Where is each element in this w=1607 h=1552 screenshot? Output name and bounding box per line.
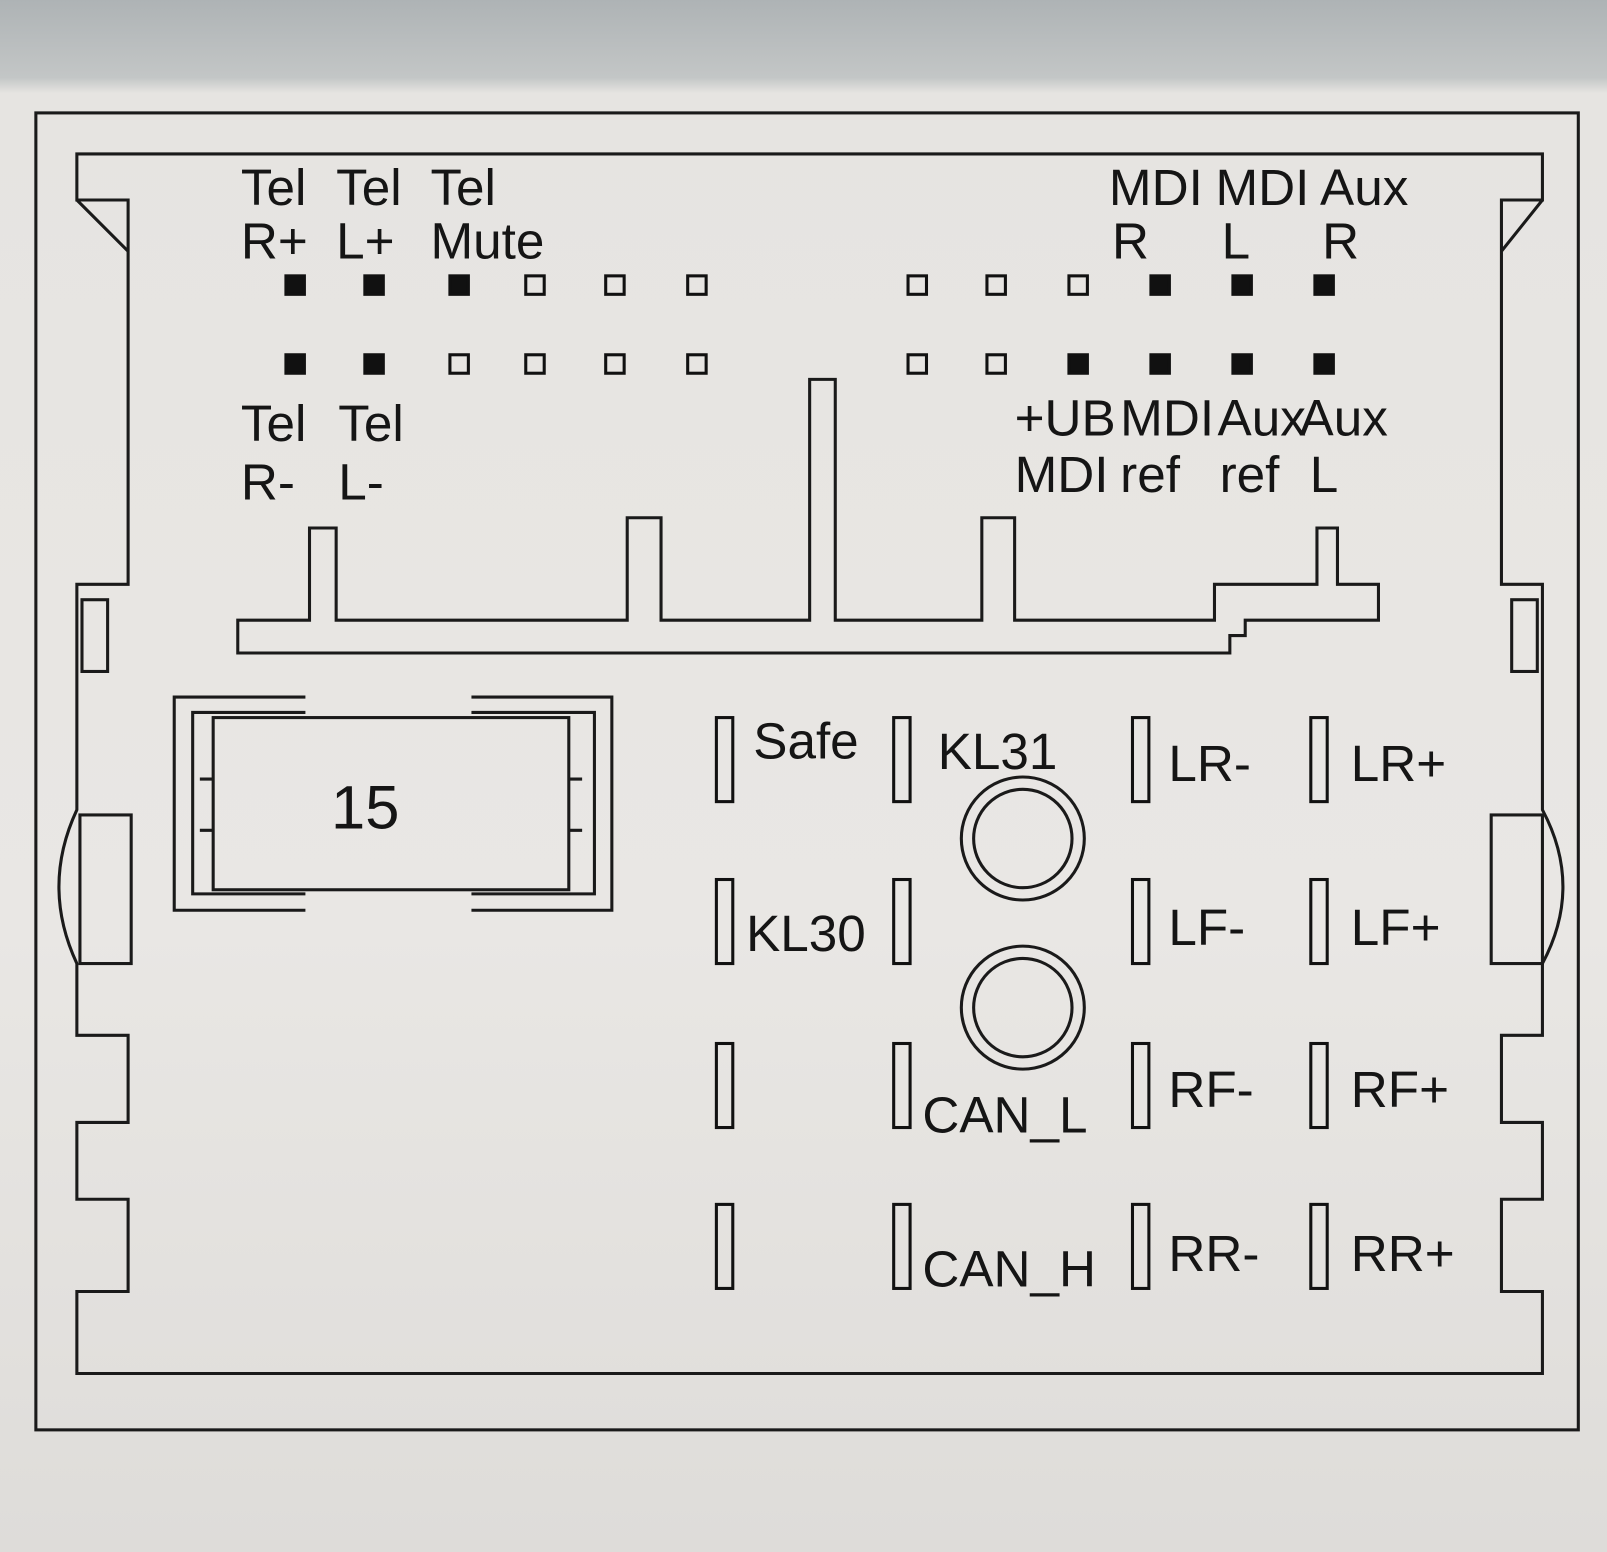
pin-label: Mute [430,212,544,269]
pin-used [1149,353,1171,375]
pin-empty [604,353,626,375]
pin-label: Tel [338,395,404,452]
pin-slot [1309,1202,1329,1290]
pin-label-lr-plus: LR+ [1351,735,1446,792]
pin-used [1313,353,1335,375]
pin-label-kl30: KL30 [746,905,866,962]
pin-used [1313,274,1335,296]
pin-label: Aux [1300,390,1389,447]
pin-used [363,353,385,375]
pin-label-can-l: CAN_L [922,1087,1087,1144]
pin-slot [1309,1041,1329,1130]
pin-label: ref [1120,446,1181,503]
pin-slot [1130,877,1151,966]
pin-slot [892,1202,912,1290]
right-latch [1510,598,1539,674]
top-pin-labels: Tel R+ Tel L+ Tel Mute MDI R MDI L Aux R [241,159,1409,269]
mounting-hole-inner [972,787,1074,890]
fuse-holder: 15 [172,695,614,912]
pin-label: Aux [1218,390,1307,447]
bottom-pin-labels: Tel R- Tel L- +UB MDI MDI ref Aux ref Au… [241,390,1388,511]
pin-label-can-h: CAN_H [922,1240,1096,1297]
pin-empty [985,353,1007,375]
pin-slot [1130,1041,1151,1130]
pin-label-lf-minus: LF- [1168,899,1245,956]
pin-label: L+ [336,212,394,269]
connector-outline [57,152,1565,1376]
pin-empty [985,274,1007,296]
pin-used [1231,353,1253,375]
pin-slot [892,1041,912,1130]
pin-slot [714,1202,735,1290]
pin-label: L [1222,212,1251,269]
pin-label: ref [1220,446,1281,503]
right-clip [1489,813,1544,966]
pin-empty [906,353,929,375]
pin-empty [604,274,626,296]
pin-label: L- [338,453,384,510]
pin-label: Tel [241,159,307,216]
pin-label-lr-minus: LR- [1168,735,1251,792]
mounting-hole-inner [972,956,1074,1059]
pin-empty [686,274,708,296]
pin-label: Tel [336,159,402,216]
pin-used [284,274,306,296]
signal-pin-grid [284,274,1335,375]
power-pin-labels: Safe KL31 KL30 CAN_L CAN_H [746,713,1096,1298]
pin-label: +UB [1015,390,1116,447]
pin-used [1067,353,1089,375]
pin-empty [524,353,546,375]
pin-label: MDI [1120,390,1214,447]
pin-slot [1309,877,1329,966]
coding-key-bar [236,377,1380,655]
pin-label: MDI [1215,159,1309,216]
pin-empty [448,353,470,375]
pin-label-kl31: KL31 [938,723,1058,780]
pin-label-rf-plus: RF+ [1351,1061,1449,1118]
pin-slot [714,877,735,966]
pin-label: L [1310,446,1339,503]
pin-empty [1067,274,1089,296]
label-border [34,111,1580,1432]
pin-slot [1130,716,1151,804]
speaker-pin-labels: LR- LR+ LF- LF+ RF- RF+ RR- RR+ [1168,735,1454,1282]
corner-guides [75,198,1544,253]
pin-used [1149,274,1171,296]
pin-slot [714,716,735,804]
pin-label: R [1322,212,1359,269]
pin-label: R [1112,212,1149,269]
pin-used [284,353,306,375]
left-clip [78,813,133,966]
pin-used [448,274,470,296]
pin-label-rr-plus: RR+ [1351,1225,1455,1282]
pin-label: MDI [1109,159,1203,216]
pin-label-safe: Safe [753,713,858,770]
mounting-hole-outer [959,775,1086,902]
power-speaker-pin-grid [714,716,1329,1290]
pin-used [1231,274,1253,296]
pin-label-rf-minus: RF- [1168,1061,1253,1118]
pin-label: Aux [1320,159,1409,216]
pin-empty [686,353,708,375]
pin-slot [1130,1202,1151,1290]
fuse-number: 15 [331,773,399,842]
left-latch [80,598,110,674]
pin-empty [906,274,929,296]
pin-label: R- [241,453,295,510]
pin-label: R+ [241,212,308,269]
pin-slot [714,1041,735,1130]
pin-slot [892,877,912,966]
pin-label: Tel [430,159,496,216]
mounting-hole-outer [959,944,1086,1071]
pin-used [363,274,385,296]
pin-label-lf-plus: LF+ [1351,899,1441,956]
pin-label: Tel [241,395,307,452]
pin-label-rr-minus: RR- [1168,1225,1259,1282]
pin-slot [892,716,912,804]
pin-label: MDI [1015,446,1109,503]
pin-slot [1309,716,1329,804]
pin-empty [524,274,546,296]
